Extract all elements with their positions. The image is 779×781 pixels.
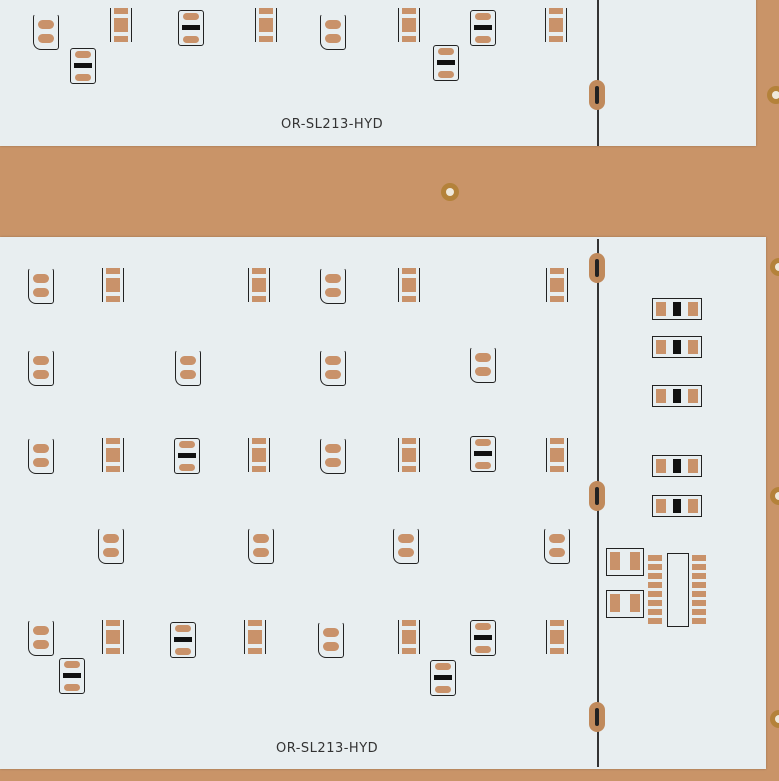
ic-pad <box>692 582 706 588</box>
diode-footprint <box>430 660 456 696</box>
pads-footprint <box>33 14 59 50</box>
diode-footprint <box>470 10 496 46</box>
res-footprint <box>546 438 568 472</box>
ic-footprint <box>667 553 689 627</box>
res-footprint <box>545 8 567 42</box>
pads-footprint <box>320 14 346 50</box>
pads-footprint <box>248 528 274 564</box>
ic-pad <box>692 618 706 624</box>
ic-pad <box>648 609 662 615</box>
slot-hole <box>589 80 605 110</box>
slot-hole <box>589 481 605 511</box>
res-footprint <box>110 8 132 42</box>
slot-hole <box>589 702 605 732</box>
pads-footprint <box>320 350 346 386</box>
res-footprint <box>102 620 124 654</box>
pads-footprint <box>175 350 201 386</box>
mounting-hole <box>770 258 779 276</box>
diode-footprint <box>174 438 200 474</box>
res-footprint <box>102 438 124 472</box>
pads-footprint <box>28 350 54 386</box>
board-label: OR-SL213-HYD <box>281 117 384 132</box>
ic-pad <box>648 564 662 570</box>
slot-hole <box>589 253 605 283</box>
res-footprint <box>244 620 266 654</box>
chip-footprint <box>606 590 644 618</box>
pads-footprint <box>393 528 419 564</box>
mounting-hole <box>767 86 779 104</box>
chip-footprint <box>606 548 644 576</box>
mounting-hole <box>441 183 459 201</box>
ic-pad <box>692 609 706 615</box>
diode-footprint <box>59 658 85 694</box>
mounting-hole <box>770 710 779 728</box>
ic-pad <box>692 573 706 579</box>
pcb-panel-bottom: OR-SL213-HYD <box>0 237 766 769</box>
pads-footprint <box>28 268 54 304</box>
diode-footprint <box>433 45 459 81</box>
res-footprint <box>255 8 277 42</box>
res-footprint <box>398 438 420 472</box>
res-footprint <box>398 268 420 302</box>
ic-pad <box>692 600 706 606</box>
res-footprint <box>398 620 420 654</box>
pads-footprint <box>28 438 54 474</box>
diode-footprint <box>470 620 496 656</box>
ic-pad <box>692 591 706 597</box>
ic-pad <box>648 600 662 606</box>
chip-footprint <box>652 298 702 320</box>
board-label: OR-SL213-HYD <box>276 741 379 756</box>
res-footprint <box>546 620 568 654</box>
score-line <box>597 0 599 146</box>
ic-pad <box>648 582 662 588</box>
chip-footprint <box>652 495 702 517</box>
chip-footprint <box>652 336 702 358</box>
pads-footprint <box>320 438 346 474</box>
ic-pad <box>648 591 662 597</box>
chip-footprint <box>652 385 702 407</box>
ic-pad <box>692 564 706 570</box>
pads-footprint <box>320 268 346 304</box>
diode-footprint <box>170 622 196 658</box>
ic-pad <box>648 573 662 579</box>
mounting-hole <box>770 487 779 505</box>
diode-footprint <box>470 436 496 472</box>
ic-pad <box>692 555 706 561</box>
res-footprint <box>398 8 420 42</box>
chip-footprint <box>652 455 702 477</box>
res-footprint <box>102 268 124 302</box>
res-footprint <box>248 438 270 472</box>
pads-footprint <box>98 528 124 564</box>
ic-pad <box>648 618 662 624</box>
pads-footprint <box>544 528 570 564</box>
pads-footprint <box>318 622 344 658</box>
diode-footprint <box>70 48 96 84</box>
res-footprint <box>248 268 270 302</box>
ic-pad <box>648 555 662 561</box>
pads-footprint <box>28 620 54 656</box>
res-footprint <box>546 268 568 302</box>
diode-footprint <box>178 10 204 46</box>
pads-footprint <box>470 347 496 383</box>
